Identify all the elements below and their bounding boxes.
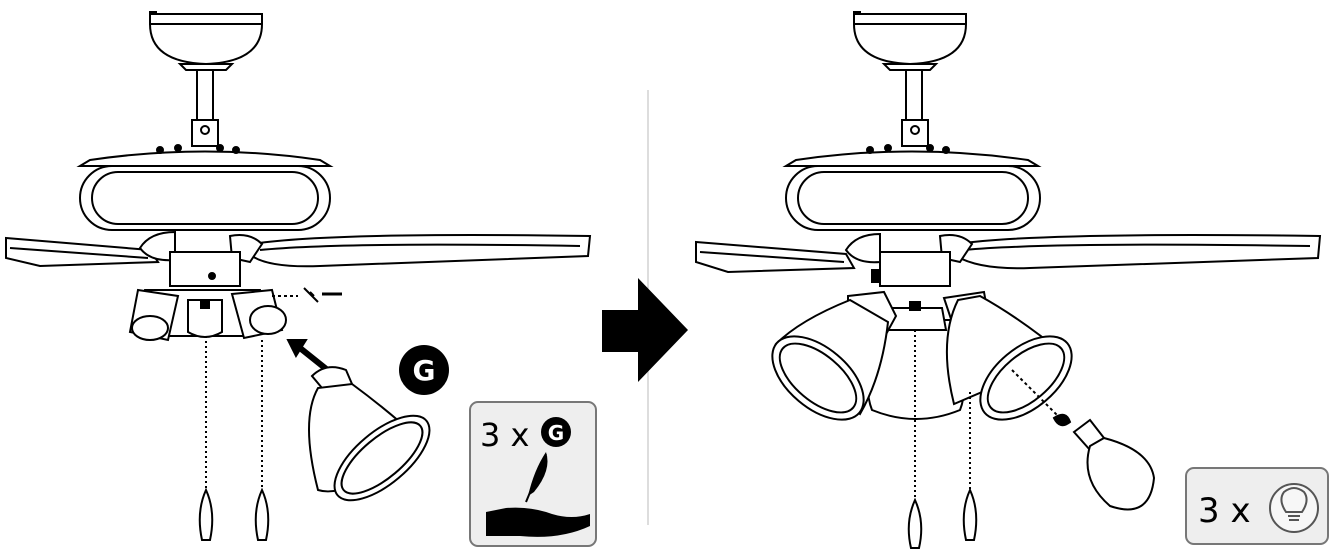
switch-housing-2 [871,251,951,287]
quantity-badge-shades: 3 x G [469,401,597,547]
socket-center [187,299,223,338]
glass-shade-center [866,301,966,420]
pull-chain [198,336,270,541]
socket-right [230,288,287,340]
badge-part-letter: G [548,421,564,445]
pull-chain-2 [907,330,978,549]
feather-icon [525,452,548,503]
part-g-label: G [399,345,449,395]
downrod-2 [901,69,929,147]
fan-blade-left [5,236,160,268]
switch-housing [169,251,241,287]
arrow-right-icon [602,278,688,382]
motor-housing-2 [782,144,1042,231]
step-attach-shades [5,11,592,541]
fan-blade-right [251,234,592,268]
arrow-insert-icon [286,339,332,375]
step-insert-bulbs [695,11,1322,549]
fan-blade-left-2 [695,240,856,274]
ceiling-canopy [149,11,263,71]
glass-shade-right [942,290,1073,421]
light-bulb [1072,418,1156,511]
screw-icon [272,287,342,303]
fan-blade-right-2 [955,234,1322,270]
glass-shade-left [771,290,898,421]
part-letter: G [413,354,436,387]
glass-shade-icon [308,366,431,502]
motor-housing [76,144,334,231]
badge-quantity: 3 x [480,416,529,454]
socket-left [128,288,180,342]
badge-quantity-2: 3 x [1198,491,1251,531]
quantity-badge-bulbs: 3 x [1185,467,1329,545]
light-fitter [128,288,287,342]
light-bulb-icon [1269,483,1319,533]
downrod [191,69,219,147]
ceiling-canopy-2 [853,11,967,71]
bulb-insert-path [1011,369,1072,427]
hand-icon [486,507,590,537]
